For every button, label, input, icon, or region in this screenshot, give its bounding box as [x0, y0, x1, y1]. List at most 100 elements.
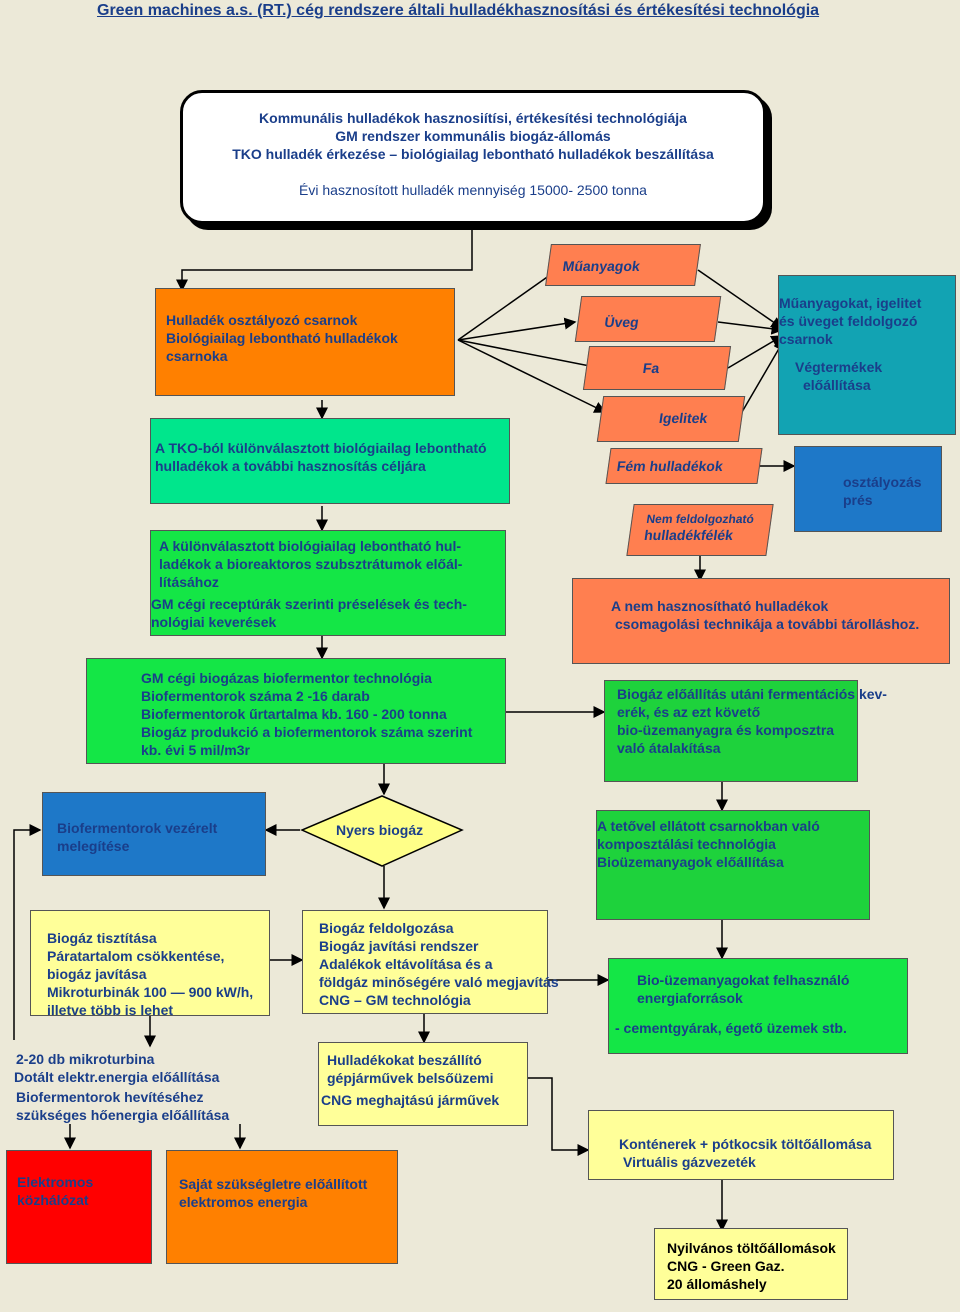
plant-products: előállítása — [803, 377, 871, 393]
fraction-non-processable: Nem feldolgozható hulladékfélék — [626, 504, 774, 556]
cleaning-box: Biogáz tisztítása Páratartalom csökkenté… — [30, 910, 270, 1016]
composting-line: A tetővel ellátott csarnokban való — [597, 818, 820, 834]
bio-sep-line: hulladékok a további hasznosítás céljára — [155, 458, 426, 474]
connector-to-plastics — [457, 267, 562, 341]
plant-line: és üveget feldolgozó — [779, 313, 918, 329]
bioreactor-prep-box: A különválasztott biológiailag lebonthat… — [150, 530, 506, 636]
heating-line: Biofermentorok vezérelt — [57, 820, 218, 836]
fraction-label: Nem feldolgozható — [645, 512, 755, 526]
microturbines-line: 2-20 db mikroturbina — [16, 1051, 155, 1067]
grid-box: Elektromos közhálózat — [6, 1150, 152, 1264]
header-line: Kommunális hulladékok hasznosiítísi, ért… — [259, 110, 687, 126]
fermentation-line: Biogáz előállítás utáni fermentációs kev… — [617, 686, 887, 702]
cleaning-line: Biogáz tisztítása — [47, 930, 157, 946]
sorting-line: Biológiailag lebontható hulladékok — [166, 330, 398, 346]
sorting-line: csarnoka — [166, 348, 228, 364]
plant-line: Műanyagokat, igelitet — [779, 295, 922, 311]
connector-wood-to-plant — [727, 335, 784, 369]
composting-box: A tetővel ellátott csarnokban való kompo… — [596, 810, 870, 920]
biofermentor-box: GM cégi biogázas biofermentor technológi… — [86, 658, 506, 764]
stations-line: Nyilvános töltőállomások — [667, 1240, 836, 1256]
header-line: TKO hulladék érkezése – biológiailag leb… — [232, 146, 714, 162]
fermentation-box: Biogáz előállítás utáni fermentációs kev… — [604, 680, 887, 782]
vehicles-line: CNG meghajtású járművek — [321, 1092, 500, 1108]
heating-line: melegítése — [57, 838, 130, 854]
users-list: - cementgyárak, égető üzemek stb. — [615, 1020, 847, 1036]
page-title: Green machines a.s. (RT.) cég rendszere … — [97, 2, 820, 19]
grid-line: Elektromos — [17, 1174, 94, 1190]
containers-line: Konténerek + pótkocsik töltőállomása — [619, 1136, 872, 1152]
own-energy-line: Saját szükségletre előállított — [179, 1176, 368, 1192]
stations-line: CNG - Green Gaz. — [667, 1258, 785, 1274]
header-box: Kommunális hulladékok hasznosiítísi, ért… — [180, 90, 766, 224]
fermentation-line: erék, és az ezt követő — [617, 704, 761, 720]
press-box: osztályozás prés — [794, 446, 942, 532]
plant-line: csarnok — [779, 331, 833, 347]
cleaning-line: Páratartalom csökkentése, — [47, 948, 225, 964]
microturbines-line: Dotált elektr.energia előállítása — [14, 1069, 220, 1085]
stations-box: Nyilvános töltőállomások CNG - Green Gaz… — [654, 1228, 848, 1300]
processing-box: Biogáz feldolgozása Biogáz javítási rend… — [302, 910, 559, 1014]
connector-to-wood — [457, 339, 602, 372]
connector-left-loop — [13, 824, 42, 1040]
prep-recipe: nológiai keverések — [151, 614, 277, 630]
fraction-label: Igelitek — [658, 410, 709, 426]
own-energy-line: elektromos energia — [179, 1194, 308, 1210]
biofermentor-line: Biofermentorok űrtartalma kb. 160 - 200 … — [141, 706, 447, 722]
processing-line: Biogáz javítási rendszer — [319, 938, 479, 954]
plant-products: Végtermékek — [795, 359, 883, 375]
composting-line: komposztálási technológia — [597, 836, 776, 852]
processing-line: Biogáz feldolgozása — [319, 920, 454, 936]
connector-vehicles-to-containers — [528, 1077, 590, 1156]
biofermentor-line: Biogáz produkció a biofermentorok száma … — [141, 724, 473, 740]
vehicles-line: gépjárművek belsőüzemi — [327, 1070, 494, 1086]
prep-line: ladékok a bioreaktoros szubsztrátumok el… — [159, 556, 463, 572]
fraction-label: Műanyagok — [561, 258, 641, 274]
fraction-plastics: Műanyagok — [545, 244, 701, 286]
fraction-metal: Fém hulladékok — [605, 448, 763, 484]
fraction-label: Fém hulladékok — [615, 458, 724, 474]
microturbines-line: szükséges hőenergia előállítása — [16, 1107, 230, 1123]
processing-line: Adalékok eltávolítása és a — [319, 956, 493, 972]
users-line: energiaforrások — [637, 990, 743, 1006]
fraction-wood: Fa — [582, 346, 732, 390]
fraction-label: Fa — [641, 360, 661, 376]
bio-separated-box: A TKO-ból különválasztott biológiailag l… — [150, 418, 510, 504]
composting-line: Bioüzemanyagok előállítása — [597, 854, 784, 870]
vehicles-line: Hulladékokat beszállító — [327, 1052, 482, 1068]
press-line: osztályozás — [843, 474, 922, 490]
vehicles-line: üzemei — [467, 1087, 527, 1091]
heating-box: Biofermentorok vezérelt melegítése — [42, 792, 266, 876]
containers-line: Virtuális gázvezeték — [623, 1154, 756, 1170]
connector-plastics-to-plant — [697, 269, 784, 329]
connector-header-to-sorting — [176, 222, 473, 292]
own-energy-box: Saját szükségletre előállított elektromo… — [166, 1150, 398, 1264]
connector-foils-to-plant — [741, 338, 785, 413]
connector-to-foils — [457, 339, 607, 413]
fermentation-line: való átalakítása — [617, 740, 721, 756]
cleaning-line: biogáz javítása — [47, 966, 147, 982]
biofermentor-line: GM cégi biogázas biofermentor technológi… — [141, 670, 432, 686]
microturbines-line: Biofermentorok hevítéséhez — [16, 1089, 204, 1105]
header-annual: Évi hasznosított hulladék mennyiség 1500… — [299, 182, 647, 198]
processing-line: CNG – GM technológia — [319, 992, 471, 1008]
prep-line: A különválasztott biológiailag lebonthat… — [159, 538, 462, 554]
bio-sep-line: A TKO-ból különválasztott biológiailag l… — [155, 440, 487, 456]
prep-recipe: GM cégi receptúrák szerinti préselések é… — [151, 596, 467, 612]
sorting-hall-box: Hulladék osztályozó csarnok Biológiailag… — [155, 288, 455, 396]
processing-line: földgáz minőségére való megjavítás — [319, 974, 559, 990]
users-line: Bio-üzemanyagokat felhasználó — [637, 972, 850, 988]
cleaning-line: illetve több is lehet — [47, 1002, 174, 1016]
biofermentor-line: Biofermentorok száma 2 -16 darab — [141, 688, 370, 704]
containers-box: Konténerek + pótkocsik töltőállomása Vir… — [588, 1110, 894, 1180]
header-line: GM rendszer kommunális biogáz-állomás — [335, 128, 611, 144]
sorting-line: Hulladék osztályozó csarnok — [166, 312, 358, 328]
fraction-label: Üveg — [603, 314, 640, 330]
press-line: prés — [843, 492, 873, 508]
vehicles-box: Hulladékokat beszállító gépjárművek bels… — [318, 1042, 528, 1126]
prep-line: lításához — [159, 574, 219, 590]
stations-line: 20 állomáshely — [667, 1276, 767, 1292]
fraction-foils: Igelitek — [596, 396, 746, 442]
